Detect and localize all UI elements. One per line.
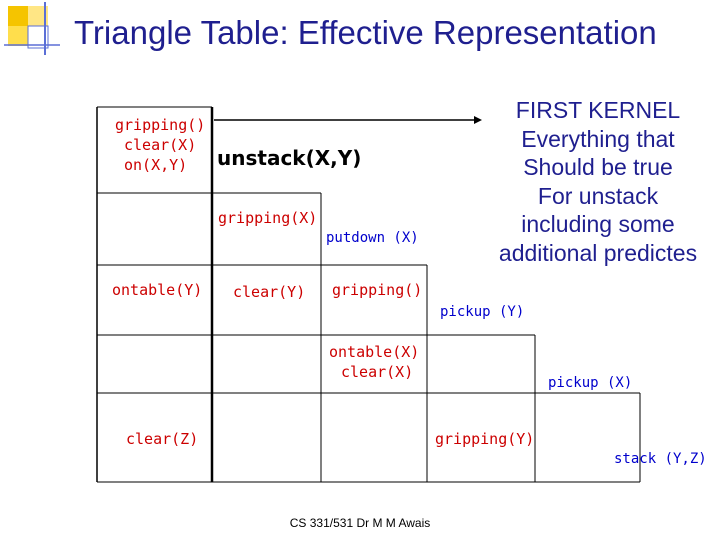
operator-pickup-x: pickup (X) xyxy=(548,375,633,391)
kernel-note-line: additional predictes xyxy=(498,239,698,266)
kernel-note-line: Everything that xyxy=(521,125,675,152)
cell-clear-x: clear(X) xyxy=(124,136,197,154)
cell-gripping-empty: gripping() xyxy=(115,116,206,134)
operator-stack: stack (Y,Z) xyxy=(614,451,707,467)
kernel-note-line: Should be true xyxy=(523,154,673,180)
cell-clear-z: clear(Z) xyxy=(126,430,199,448)
cell-ontable-x: ontable(X) xyxy=(329,343,420,361)
cell-on-x-y: on(X,Y) xyxy=(124,156,188,174)
kernel-arrow-head xyxy=(474,116,482,124)
slide-footer: CS 331/531 Dr M M Awais xyxy=(289,516,431,530)
cell-gripping-x: gripping(X) xyxy=(218,209,318,227)
cell-clear-x-2: clear(X) xyxy=(341,363,414,381)
kernel-note-line: FIRST KERNEL xyxy=(515,97,681,123)
operator-pickup-y: pickup (Y) xyxy=(440,304,525,320)
kernel-note-line: For unstack xyxy=(537,182,659,209)
cell-gripping-empty-2: gripping() xyxy=(332,281,423,299)
cell-clear-y: clear(Y) xyxy=(233,283,306,301)
operator-unstack: unstack(X,Y) xyxy=(217,146,362,170)
corner-decoration xyxy=(4,2,60,55)
cell-gripping-y: gripping(Y) xyxy=(435,430,535,448)
cell-ontable-y: ontable(Y) xyxy=(112,281,203,299)
kernel-note: FIRST KERNEL Everything that Should be t… xyxy=(482,96,714,267)
kernel-note-line: including some xyxy=(521,211,675,237)
operator-putdown: putdown (X) xyxy=(326,230,419,246)
slide-title: Triangle Table: Effective Representation xyxy=(74,14,657,51)
